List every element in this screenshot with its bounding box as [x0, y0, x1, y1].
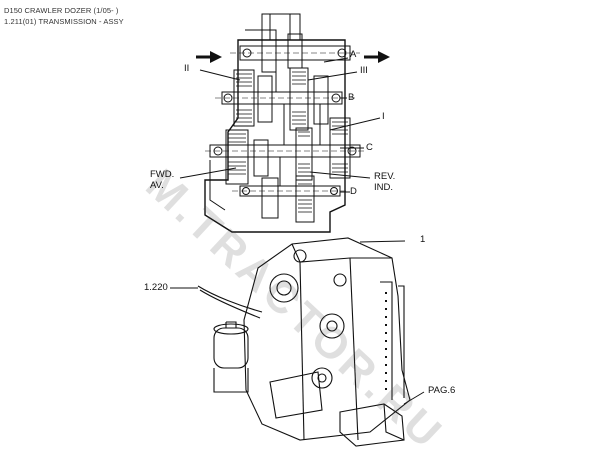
- label-ind: IND.: [374, 182, 393, 193]
- diagram-section-header: 1.211(01) TRANSMISSION - ASSY: [4, 17, 124, 26]
- label-c: C: [366, 142, 373, 153]
- label-av: AV.: [150, 180, 164, 191]
- label-roman-iii: III: [360, 65, 368, 76]
- callout-1220: 1.220: [144, 282, 168, 293]
- transmission-cross-section: [204, 13, 365, 233]
- callout-1: 1: [420, 234, 426, 245]
- output-arrow-icon: [378, 51, 390, 63]
- label-rev: REV.: [374, 171, 396, 182]
- label-fwd: FWD.: [150, 169, 175, 180]
- callout-pag6: PAG.6: [428, 385, 456, 396]
- transmission-housing-assembly: [197, 237, 411, 447]
- label-a: A: [350, 49, 357, 60]
- label-b: B: [348, 92, 355, 103]
- label-d: D: [350, 186, 357, 197]
- diagram-model-header: D150 CRAWLER DOZER (1/05- ): [4, 6, 119, 15]
- transmission-drawing: [170, 13, 425, 447]
- input-arrow-icon: [210, 51, 222, 63]
- label-roman-ii: II: [184, 63, 190, 74]
- label-roman-i: I: [382, 111, 385, 122]
